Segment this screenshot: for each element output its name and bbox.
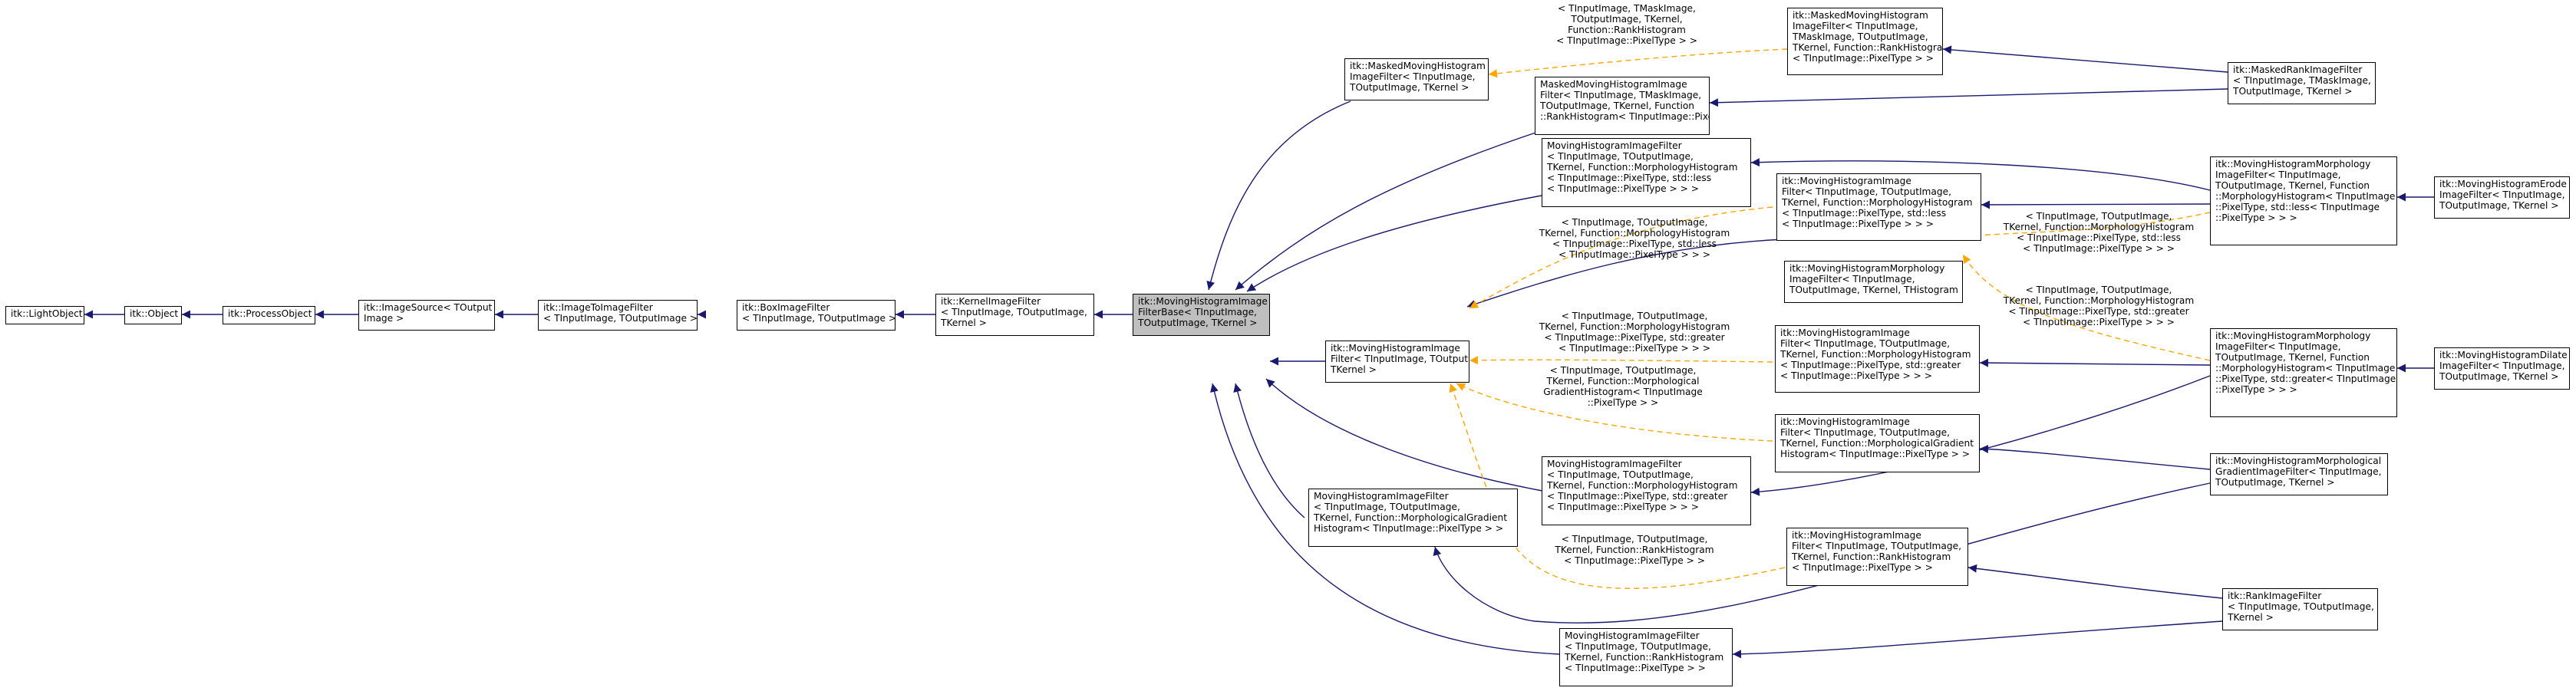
node-mh-morphology-less[interactable]: itk::MovingHistogramMorphology ImageFilt… <box>2210 156 2397 245</box>
edge-morphgradient-to-mhgradientinst <box>1433 482 2211 624</box>
edge-mhmorphology-to-mhfilter <box>1466 239 1785 308</box>
edge-label-morph-less-args: < TInputImage, TOutputImage, TKernel, Fu… <box>2003 211 2195 254</box>
edge-label-rank-args: < TInputImage, TOutputImage, TKernel, Fu… <box>1555 534 1714 566</box>
edge-morphgradient-to-mhgradienttpl <box>1979 444 2211 470</box>
edge-mhgradient-to-mhbase <box>1233 383 1305 518</box>
edge-mhless-to-mhbase <box>1246 195 1542 292</box>
edge-label-less-args: < TInputImage, TOutputImage, TKernel, Fu… <box>1539 217 1730 260</box>
node-light-object[interactable]: itk::LightObject <box>5 306 84 324</box>
node-process-object[interactable]: itk::ProcessObject <box>223 306 315 324</box>
edge-mhlesstpl-to-mhfilter <box>1469 206 1773 309</box>
edge-maskedrank-to-maskedmhinst <box>1709 88 2228 107</box>
node-mh-filter-gradient-template[interactable]: itk::MovingHistogramImage Filter< TInput… <box>1775 414 1980 472</box>
edge-label-masked-rank-args: < TInputImage, TMaskImage, TOutputImage,… <box>1556 3 1697 46</box>
node-masked-moving-histogram-filter[interactable]: itk::MaskedMovingHistogram ImageFilter< … <box>1344 58 1489 100</box>
node-mh-filter-less-template[interactable]: itk::MovingHistogramImage Filter< TInput… <box>1776 173 1981 241</box>
edge-morphless-to-mhlesstpl <box>1981 200 2211 209</box>
edge-maskedmhinst-to-mhbase <box>1235 130 1543 291</box>
node-box-image-filter[interactable]: itk::BoxImageFilter < TInputImage, TOutp… <box>737 300 895 331</box>
edge-morphgreater-to-mhgreatertpl <box>1979 358 2211 367</box>
node-mh-dilate-filter[interactable]: itk::MovingHistogramDilate ImageFilter< … <box>2434 347 2570 390</box>
node-image-source[interactable]: itk::ImageSource< TOutput Image > <box>358 300 495 331</box>
edge-maskedmh-to-mhbase <box>1206 100 1351 291</box>
edge-mhgreatertpl-to-mhfilter <box>1469 356 1773 365</box>
node-moving-histogram-filter[interactable]: itk::MovingHistogramImage Filter< TInput… <box>1325 341 1469 383</box>
node-mh-filter-gradient-instance[interactable]: MovingHistogramImageFilter < TInputImage… <box>1308 489 1518 547</box>
edge-rank-to-mhranktpl <box>1967 564 2223 599</box>
node-masked-mh-filter-instance[interactable]: MaskedMovingHistogramImage Filter< TInpu… <box>1535 77 1710 135</box>
node-mh-filter-greater-template[interactable]: itk::MovingHistogramImage Filter< TInput… <box>1775 325 1980 393</box>
node-mh-erode-filter[interactable]: itk::MovingHistogramErode ImageFilter< T… <box>2434 176 2570 219</box>
node-masked-mh-filter-rank-template[interactable]: itk::MaskedMovingHistogram ImageFilter< … <box>1787 8 1943 75</box>
node-image-to-image-filter[interactable]: itk::ImageToImageFilter < TInputImage, T… <box>538 300 698 331</box>
edge-maskedrank-to-maskedmhrank <box>1942 45 2228 73</box>
node-object[interactable]: itk::Object <box>124 306 182 324</box>
edge-mhrank-to-mhbase <box>1210 383 1560 655</box>
node-mh-morphological-gradient-filter[interactable]: itk::MovingHistogramMorphological Gradie… <box>2210 453 2388 495</box>
edge-rank-to-mhrankinst <box>1732 620 2223 659</box>
edge-label-morph-greater-args: < TInputImage, TOutputImage, TKernel, Fu… <box>2003 285 2195 327</box>
node-mh-filter-rank-instance[interactable]: MovingHistogramImageFilter < TInputImage… <box>1559 628 1733 686</box>
node-mh-morphology-filter[interactable]: itk::MovingHistogramMorphology ImageFilt… <box>1784 261 1963 303</box>
node-mh-morphology-greater[interactable]: itk::MovingHistogramMorphology ImageFilt… <box>2210 328 2397 417</box>
node-mh-filter-less-instance[interactable]: MovingHistogramImageFilter < TInputImage… <box>1542 138 1751 207</box>
node-masked-rank-filter[interactable]: itk::MaskedRankImageFilter < TInputImage… <box>2228 62 2376 104</box>
node-mh-filter-rank-template[interactable]: itk::MovingHistogramImage Filter< TInput… <box>1786 528 1968 586</box>
node-kernel-image-filter[interactable]: itk::KernelImageFilter < TInputImage, TO… <box>935 294 1094 336</box>
edge-mhgreater-to-mhbase <box>1265 378 1543 492</box>
node-moving-histogram-filter-base[interactable]: itk::MovingHistogramImage FilterBase< TI… <box>1133 294 1270 336</box>
edge-maskedmhranktpl-to-maskedmh <box>1488 48 1788 78</box>
node-rank-image-filter[interactable]: itk::RankImageFilter < TInputImage, TOut… <box>2222 588 2378 630</box>
edge-morphless-to-mhlessinst <box>1750 158 2211 191</box>
edge-mhgradienttpl-to-mhfilter <box>1456 383 1773 442</box>
node-mh-filter-greater-instance[interactable]: MovingHistogramImageFilter < TInputImage… <box>1542 456 1751 525</box>
edge-label-gradient-args: < TInputImage, TOutputImage, TKernel, Fu… <box>1543 365 1703 408</box>
edge-mhranktpl-to-mhfilter <box>1449 383 1786 589</box>
edge-morphgreater-to-mhmorphology <box>1962 254 2211 361</box>
edge-label-greater-args: < TInputImage, TOutputImage, TKernel, Fu… <box>1539 311 1730 354</box>
